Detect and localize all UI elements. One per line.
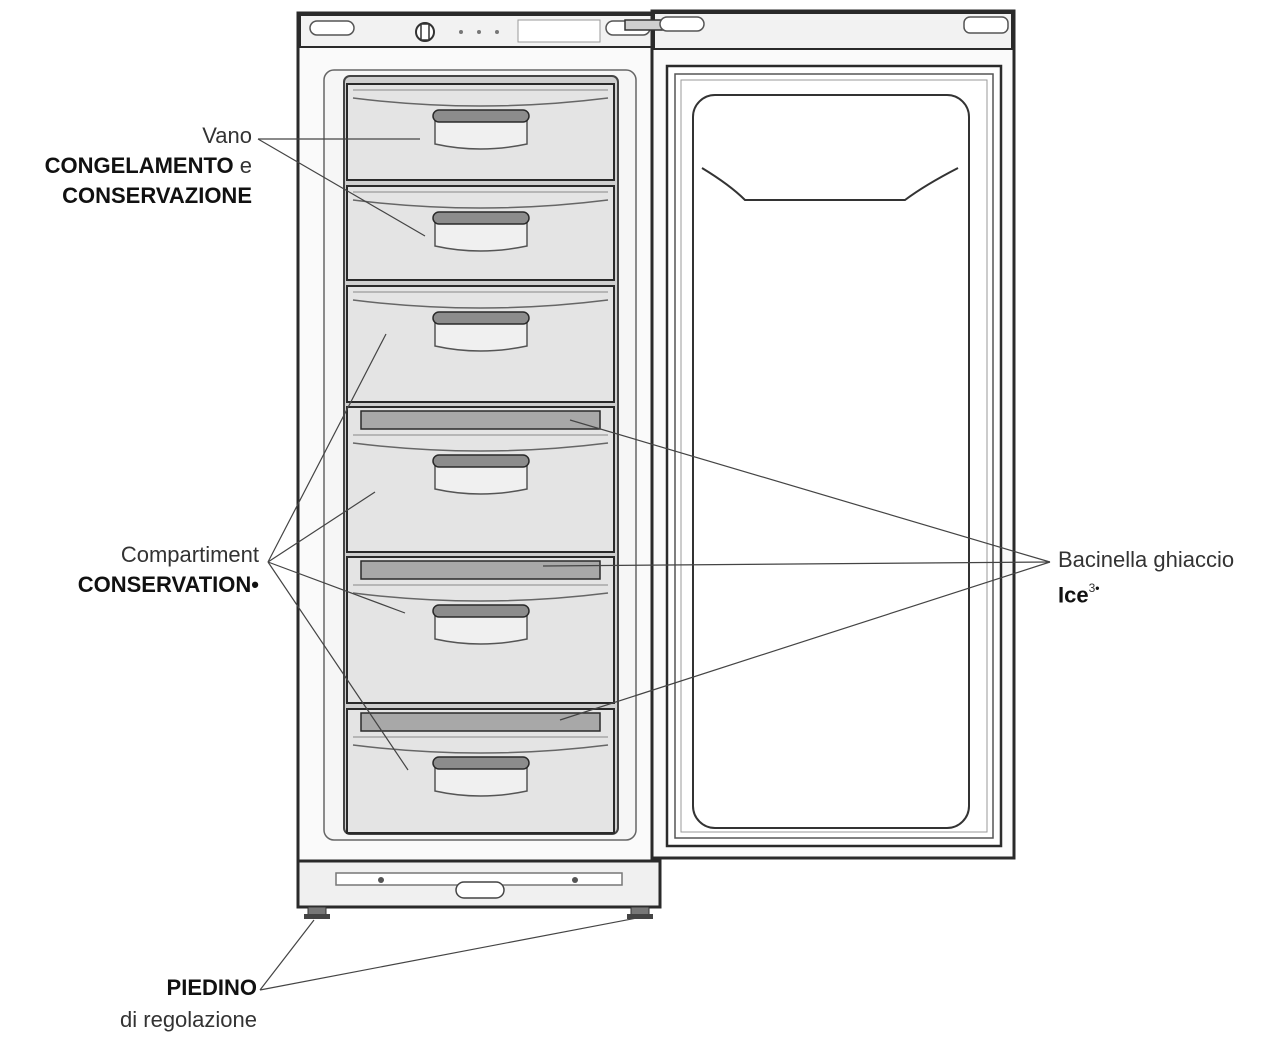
plinth-grille-handle xyxy=(455,881,505,899)
label-ice-line2-bold: Ice xyxy=(1058,582,1089,608)
drawer-4 xyxy=(346,406,615,553)
adjustable-foot-left xyxy=(304,906,330,919)
drawers xyxy=(346,83,615,834)
adjustable-foot-right xyxy=(627,906,653,919)
thermostat-knob-icon xyxy=(415,22,435,42)
drawer-3 xyxy=(346,285,615,403)
drawer-handle-pocket xyxy=(434,763,528,797)
label-freezer-compartment: Vano CONGELAMENTO e CONSERVAZIONE xyxy=(45,122,252,210)
drawer-handle xyxy=(432,454,530,468)
label-foot-line2: di regolazione xyxy=(120,1007,257,1032)
drawer-handle-pocket xyxy=(434,318,528,352)
drawer-rim xyxy=(352,199,609,209)
drawer-rim xyxy=(352,442,609,452)
label-ice-superscript: 3 xyxy=(1088,581,1096,595)
drawer-5 xyxy=(346,556,615,704)
label-conservation-compartment: Compartiment CONSERVATION• xyxy=(78,541,259,599)
label-freezer-line2-suffix: e xyxy=(239,153,252,178)
label-ice-line1: Bacinella ghiaccio xyxy=(1058,547,1235,572)
drawer-6 xyxy=(346,708,615,834)
drawer-handle xyxy=(432,756,530,770)
drawer-handle xyxy=(432,311,530,325)
label-freezer-line1: Vano xyxy=(202,123,252,148)
label-freezer-line2-bold: CONGELAMENTO xyxy=(44,153,234,178)
label-adjustable-foot: PIEDINO di regolazione xyxy=(120,974,257,1034)
drawer-handle xyxy=(432,604,530,618)
ice-tray xyxy=(360,410,601,430)
drawer-rim xyxy=(352,744,609,754)
label-ice-tray: Bacinella ghiaccio Ice3• xyxy=(1058,546,1234,609)
drawer-handle xyxy=(432,211,530,225)
drawer-handle-pocket xyxy=(434,218,528,252)
ice-tray xyxy=(360,560,601,580)
leader-lines xyxy=(257,138,1051,991)
label-compartment-line1: Compartiment xyxy=(120,542,259,567)
drawer-rim xyxy=(352,97,609,107)
drawer-handle-pocket xyxy=(434,116,528,150)
open-door xyxy=(624,9,1016,860)
label-ice-marker: • xyxy=(1095,581,1100,595)
drawer-handle xyxy=(432,109,530,123)
drawer-handle-pocket xyxy=(434,461,528,495)
drawer-1 xyxy=(346,83,615,181)
door-inner-panel xyxy=(692,94,970,829)
drawer-handle-pocket xyxy=(434,611,528,645)
label-compartment-marker: • xyxy=(251,572,259,597)
drawer-2 xyxy=(346,185,615,281)
label-freezer-line3-bold: CONSERVAZIONE xyxy=(62,183,252,208)
drawer-rim xyxy=(352,592,609,602)
ice-tray xyxy=(360,712,601,732)
indicator-lights xyxy=(459,30,499,34)
label-foot-line1-bold: PIEDINO xyxy=(166,975,257,1000)
label-compartment-line2-bold: CONSERVATION xyxy=(77,572,252,597)
plinth xyxy=(296,859,662,909)
drawer-rim xyxy=(352,299,609,309)
